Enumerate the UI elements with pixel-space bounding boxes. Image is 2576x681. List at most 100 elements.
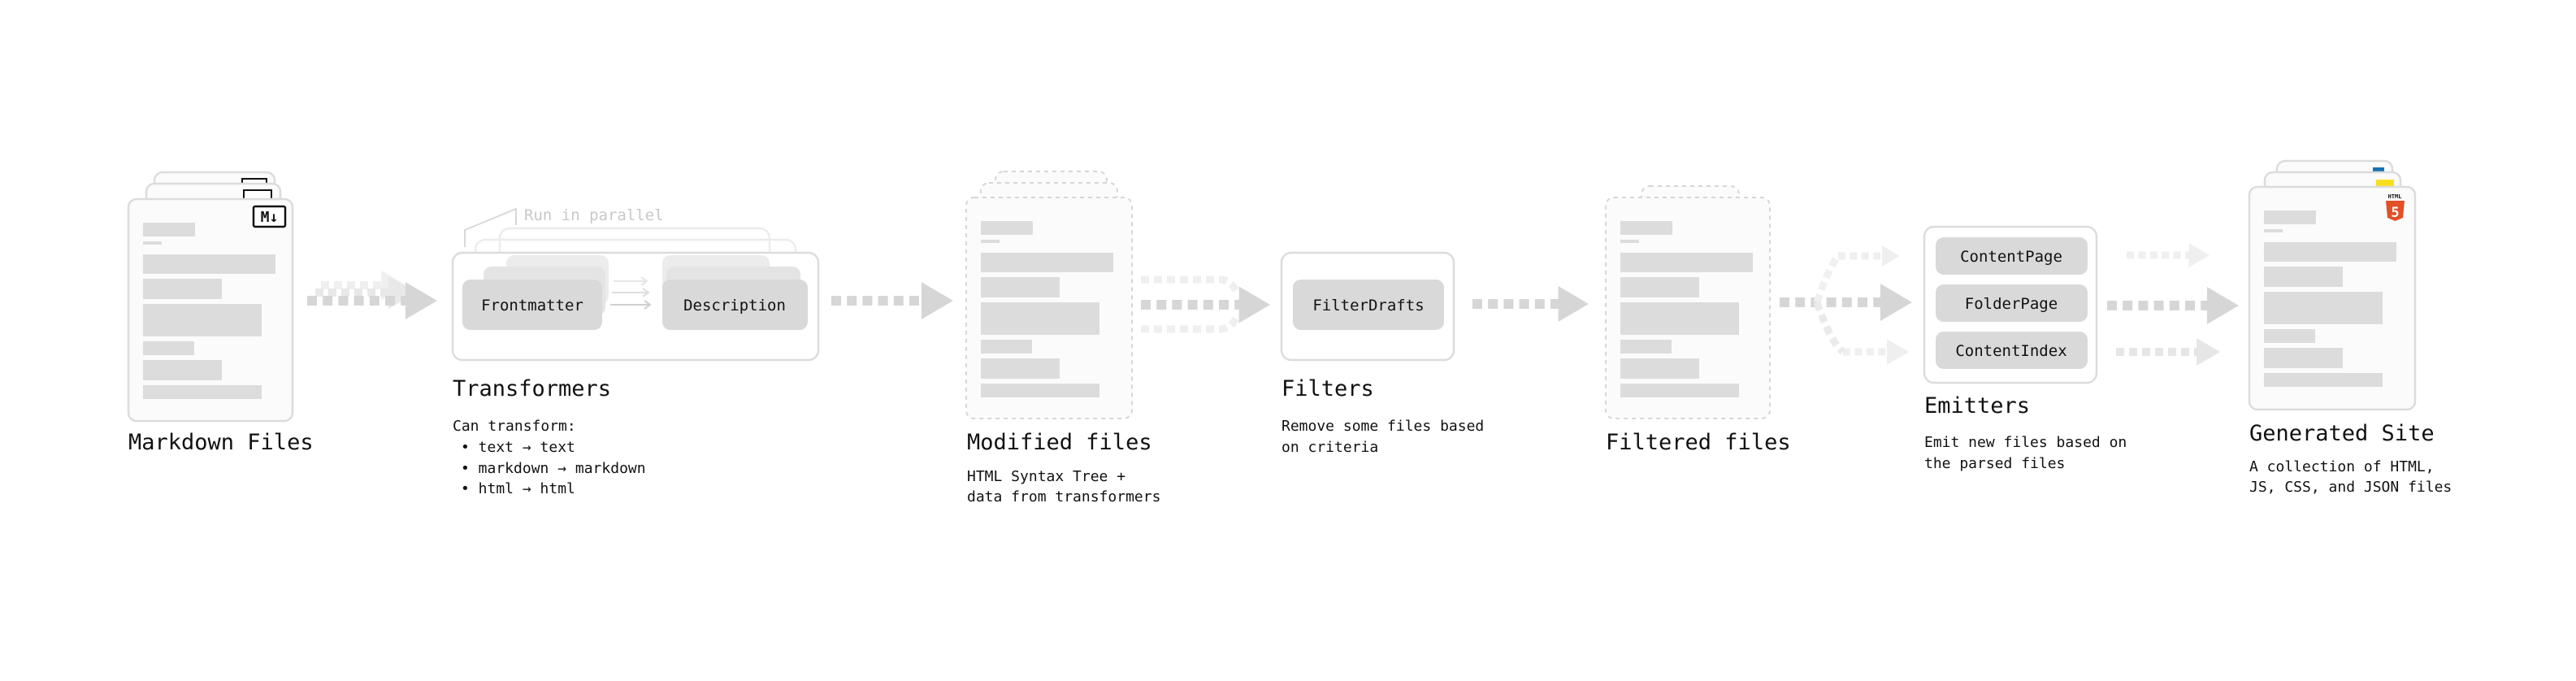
content-placeholder-bar (981, 253, 1113, 272)
markdown-files-label: Markdown Files (128, 430, 314, 455)
contentindex-label: ContentIndex (1955, 342, 2066, 360)
emitters-desc: Emit new files based on (1924, 434, 2127, 451)
content-placeholder-bar (143, 241, 162, 245)
filters-title: Filters (1281, 376, 1374, 401)
markdown-badge: M↓ (261, 209, 279, 226)
flow-arrow (307, 282, 437, 319)
modified-files-label: Modified files (967, 430, 1152, 455)
flow-arrow (2107, 287, 2239, 324)
flow-arrow (831, 282, 953, 319)
generated-site-desc: A collection of HTML, (2249, 458, 2435, 475)
markdown-icon (252, 205, 287, 228)
filters-desc: on criteria (1281, 439, 1378, 456)
flow-arrow (2116, 338, 2220, 366)
contentindex-plugin (1936, 332, 2088, 369)
content-placeholder-bar (143, 385, 262, 399)
content-placeholder-bar (981, 302, 1099, 335)
frontmatter-label: Frontmatter (481, 297, 583, 314)
arrow-head (921, 282, 953, 319)
parallel-bracket (464, 207, 517, 247)
content-placeholder-bar (2264, 210, 2316, 224)
flow-arrow (2127, 243, 2210, 267)
folderpage-plugin (1936, 284, 2088, 322)
flow-arrow (1780, 284, 1912, 321)
content-placeholder-bar (143, 254, 275, 274)
content-placeholder-bar (981, 340, 1032, 354)
arrow-head (1880, 284, 1912, 321)
content-placeholder-bar (143, 304, 262, 336)
folderpage-label: FolderPage (1965, 295, 2058, 313)
content-placeholder-bar (2264, 267, 2343, 287)
filtered-files-label: Filtered files (1606, 430, 1791, 455)
contentpage-label: ContentPage (1960, 248, 2062, 266)
content-placeholder-bar (143, 223, 195, 236)
transform-bullet: • html → html (461, 480, 575, 497)
content-placeholder-bar (2264, 373, 2383, 387)
markdown-files-stack: M↓ (127, 171, 294, 423)
run-in-parallel-note: Run in parallel (524, 206, 664, 224)
emitters-desc: the parsed files (1924, 455, 2065, 472)
arrow-head (1881, 245, 1900, 267)
transformers-group: Run in parallel Frontmatter Description (451, 206, 820, 362)
content-placeholder-bar (1620, 253, 1753, 272)
arrow-head (2197, 338, 2220, 366)
branch-connector (1141, 275, 1241, 294)
content-placeholder-bar (2264, 329, 2315, 343)
modified-files-desc: HTML Syntax Tree + (967, 468, 1125, 485)
content-placeholder-bar (981, 221, 1033, 235)
content-placeholder-bar (1620, 221, 1672, 235)
branch-connector (1141, 314, 1241, 333)
arrow-head (1886, 339, 1909, 365)
arrow-head (388, 276, 416, 309)
transformers-desc-intro: Can transform: (453, 418, 576, 435)
contentpage-plugin (1936, 237, 2088, 275)
content-placeholder-bar (2264, 292, 2383, 324)
content-placeholder-bar (143, 341, 194, 355)
flow-arrow (1141, 286, 1270, 323)
description-plugin (662, 280, 808, 330)
emitters-title: Emitters (1924, 393, 2030, 419)
content-placeholder-bar (981, 277, 1060, 297)
content-placeholder-bar (1620, 277, 1699, 297)
js-icon (2376, 180, 2394, 187)
content-placeholder-bar (981, 240, 1000, 243)
frontmatter-plugin (462, 280, 602, 330)
svg-text:5: 5 (2391, 205, 2399, 221)
filters-desc: Remove some files based (1281, 418, 1484, 435)
content-placeholder-bar (981, 358, 1060, 379)
content-placeholder-bar (143, 279, 222, 299)
flow-arrow (1843, 339, 1909, 365)
content-placeholder-bar (2264, 348, 2343, 368)
content-placeholder-bar (1620, 240, 1639, 243)
arrows (307, 243, 2239, 366)
generated-site-label: Generated Site (2249, 421, 2435, 446)
arrow-head (2206, 287, 2239, 324)
filterdrafts-plugin (1293, 280, 1444, 330)
modified-files-stack (965, 171, 1133, 419)
branch-connector (1813, 254, 1841, 304)
css-icon (2373, 167, 2384, 171)
content-placeholder-bar (1620, 384, 1739, 397)
content-placeholder-bar (1620, 340, 1672, 354)
arrow-head (2188, 243, 2210, 267)
content-placeholder-bar (981, 384, 1099, 397)
arrow-head (405, 282, 437, 319)
content-placeholder-bar (1620, 302, 1739, 335)
generated-site-desc: JS, CSS, and JSON files (2249, 479, 2452, 496)
filtered-files-stack (1605, 185, 1771, 419)
description-label: Description (683, 297, 786, 314)
flow-arrow (1838, 245, 1900, 267)
content-placeholder-bar (2264, 229, 2283, 232)
flow-arrow (315, 276, 416, 309)
parallel-arrows (610, 276, 652, 310)
html5-icon: HTML 5 (2386, 193, 2405, 221)
content-placeholder-bar (143, 360, 222, 380)
arrow-head (1558, 286, 1589, 322)
branch-connector (1813, 301, 1846, 355)
content-placeholder-bar (2264, 242, 2396, 262)
transform-bullet: • text → text (461, 439, 575, 456)
content-placeholder-bar (1620, 358, 1699, 379)
transform-bullet: • markdown → markdown (461, 460, 646, 477)
html5-caption: HTML (2388, 193, 2402, 200)
